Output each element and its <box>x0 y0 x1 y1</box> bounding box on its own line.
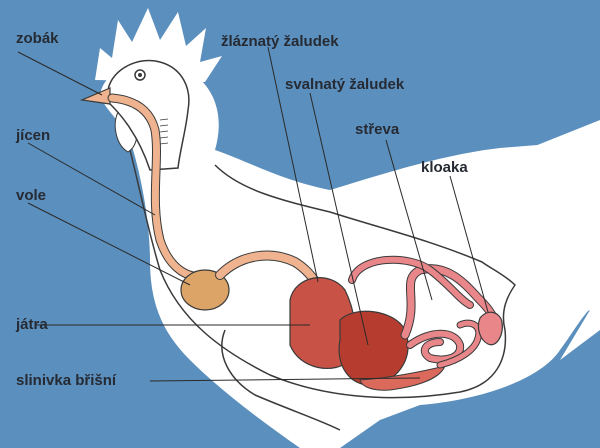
label-intestines: střeva <box>355 121 400 138</box>
pointer-lines <box>17 46 489 382</box>
label-gizzard: svalnatý žaludek <box>285 76 405 93</box>
crop <box>180 269 230 311</box>
chicken-body <box>100 60 600 448</box>
gizzard <box>338 310 409 386</box>
label-proventriculus: žláznatý žaludek <box>221 33 339 50</box>
label-liver: játra <box>16 316 48 333</box>
label-beak: zobák <box>16 30 59 47</box>
label-pancreas: slinivka břišní <box>16 372 117 389</box>
tail-feathers <box>500 120 600 360</box>
leg-outline <box>221 329 341 431</box>
comb <box>95 8 222 82</box>
trachea-rings <box>159 118 169 145</box>
label-crop: vole <box>16 187 47 204</box>
body-outline <box>129 149 516 399</box>
label-esophagus: jícen <box>16 127 51 144</box>
cloaca <box>477 311 503 346</box>
label-cloaca: kloaka <box>421 159 468 176</box>
pupil <box>138 73 142 77</box>
